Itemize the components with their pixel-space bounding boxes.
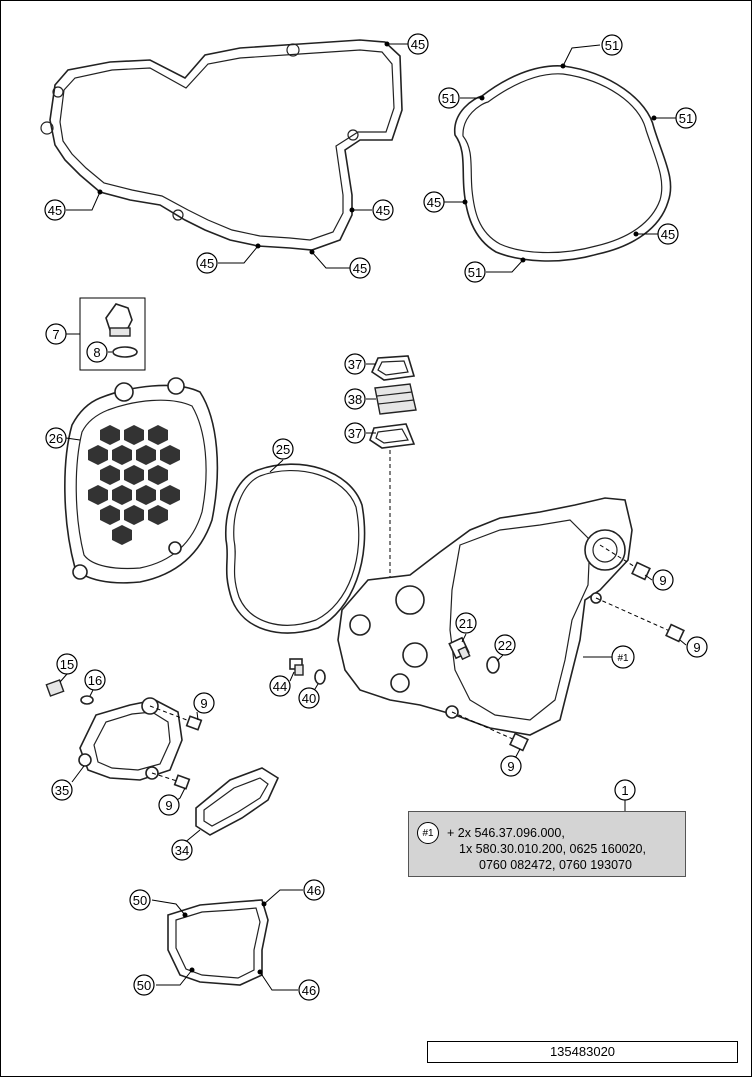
svg-text:34: 34 <box>175 843 189 858</box>
svg-text:45: 45 <box>353 261 367 276</box>
svg-text:25: 25 <box>276 442 290 457</box>
note-line-3: 0760 082472, 0760 193070 <box>479 858 632 872</box>
svg-text:#1: #1 <box>617 653 629 664</box>
svg-text:37: 37 <box>348 357 362 372</box>
svg-text:51: 51 <box>442 91 456 106</box>
callout-21: 21 <box>455 612 477 634</box>
callout-45-b: 45 <box>44 199 66 221</box>
svg-text:50: 50 <box>137 978 151 993</box>
svg-text:51: 51 <box>605 38 619 53</box>
svg-text:45: 45 <box>200 256 214 271</box>
callout-37-b: 37 <box>344 422 366 444</box>
svg-text:35: 35 <box>55 783 69 798</box>
callout-51-d: 51 <box>464 261 486 283</box>
callout-35: 35 <box>51 779 73 801</box>
gasket-46-50 <box>167 899 269 986</box>
honeycomb-grille <box>88 425 180 545</box>
svg-text:40: 40 <box>302 691 316 706</box>
svg-text:22: 22 <box>498 638 512 653</box>
callout-46-b: 46 <box>298 979 320 1001</box>
reed-gasket-stack <box>369 355 417 585</box>
callout-38: 38 <box>344 388 366 410</box>
svg-text:9: 9 <box>507 759 514 774</box>
callout-26: 26 <box>45 427 67 449</box>
callout-9-e: 9 <box>158 794 180 816</box>
callout-40: 40 <box>298 687 320 709</box>
callout-45-f: 45 <box>423 191 445 213</box>
svg-text:16: 16 <box>88 673 102 688</box>
svg-text:51: 51 <box>468 265 482 280</box>
svg-text:9: 9 <box>165 798 172 813</box>
inner-clutch-cover-1 <box>337 497 633 736</box>
callout-16: 16 <box>84 669 106 691</box>
svg-text:45: 45 <box>376 203 390 218</box>
water-pump-cover-35 <box>78 697 203 790</box>
callout-9-d: 9 <box>193 692 215 714</box>
callout-9-c: 9 <box>500 755 522 777</box>
callout-51-a: 51 <box>601 34 623 56</box>
callout-51-c: 51 <box>675 107 697 129</box>
callout-50-a: 50 <box>129 889 151 911</box>
outer-clutch-cover-26 <box>64 377 219 584</box>
gasket-51 <box>454 65 672 262</box>
svg-text:9: 9 <box>200 696 207 711</box>
callout-22: 22 <box>494 634 516 656</box>
callout-50-b: 50 <box>133 974 155 996</box>
svg-text:45: 45 <box>411 37 425 52</box>
callout-9-a: 9 <box>652 569 674 591</box>
svg-text:46: 46 <box>307 883 321 898</box>
callout-46-a: 46 <box>303 879 325 901</box>
svg-text:45: 45 <box>48 203 62 218</box>
svg-text:9: 9 <box>693 640 700 655</box>
kit-contents-note: #1 + 2x 546.37.096.000, 1x 580.30.010.20… <box>408 811 686 877</box>
callout-1: 1 <box>614 779 636 801</box>
callout-45-g: 45 <box>657 223 679 245</box>
callout-15: 15 <box>56 653 78 675</box>
note-line-1: + 2x 546.37.096.000, <box>447 826 565 840</box>
svg-text:38: 38 <box>348 392 362 407</box>
gasket-45 <box>40 39 403 251</box>
callout-45-c: 45 <box>372 199 394 221</box>
note-ref-badge: #1 <box>417 822 439 844</box>
callout-45-e: 45 <box>349 257 371 279</box>
callout-7: 7 <box>45 323 67 345</box>
svg-text:37: 37 <box>348 426 362 441</box>
callout-8: 8 <box>86 341 108 363</box>
callout-51-b: 51 <box>438 87 460 109</box>
callout-25: 25 <box>272 438 294 460</box>
svg-text:51: 51 <box>679 111 693 126</box>
o-ring-25 <box>225 463 366 634</box>
water-pump-gasket-34 <box>195 767 280 836</box>
callout-45-d: 45 <box>196 252 218 274</box>
leader-lines <box>59 41 687 991</box>
svg-text:45: 45 <box>427 195 441 210</box>
plug-21-washer-22 <box>448 636 500 674</box>
svg-text:44: 44 <box>273 679 287 694</box>
callout-37-a: 37 <box>344 353 366 375</box>
note-line-2: 1x 580.30.010.200, 0625 160020, <box>459 842 646 856</box>
callout-45-a: 45 <box>407 33 429 55</box>
svg-text:26: 26 <box>49 431 63 446</box>
svg-text:8: 8 <box>93 345 100 360</box>
svg-text:9: 9 <box>659 573 666 588</box>
svg-text:50: 50 <box>133 893 147 908</box>
callout-ref-1: #1 <box>611 645 635 669</box>
callout-44: 44 <box>269 675 291 697</box>
svg-text:21: 21 <box>459 616 473 631</box>
plug-15-washer-16 <box>45 679 94 705</box>
callout-9-b: 9 <box>686 636 708 658</box>
callout-34: 34 <box>171 839 193 861</box>
screw-44-washer-40 <box>289 658 326 685</box>
svg-text:7: 7 <box>52 327 59 342</box>
svg-text:15: 15 <box>60 657 74 672</box>
document-number: 135483020 <box>427 1041 738 1063</box>
svg-text:1: 1 <box>621 783 628 798</box>
svg-text:45: 45 <box>661 227 675 242</box>
svg-text:46: 46 <box>302 983 316 998</box>
